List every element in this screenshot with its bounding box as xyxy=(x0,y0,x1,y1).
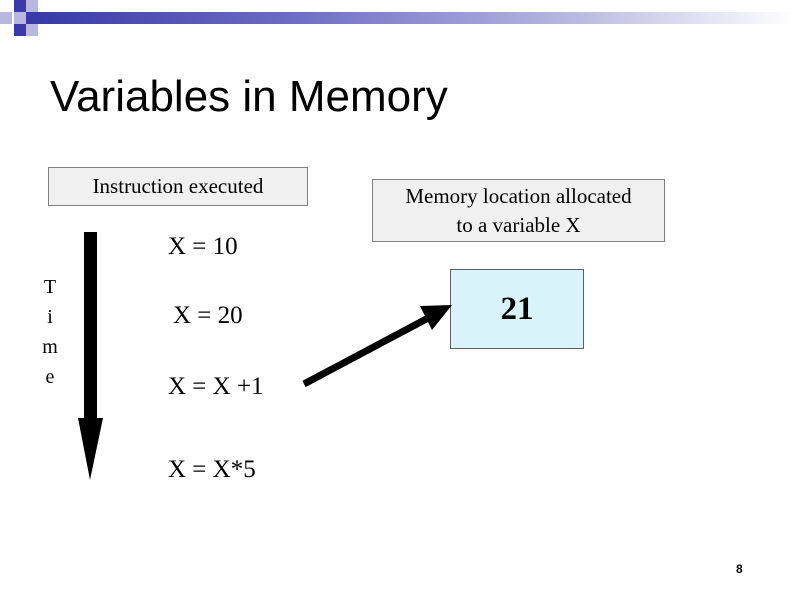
header-square-dark xyxy=(14,0,26,12)
instruction-2: X = 20 xyxy=(173,302,243,329)
time-letter: i xyxy=(47,306,53,328)
header-square-light xyxy=(26,24,38,36)
header-square-light xyxy=(0,12,12,24)
instruction-header-label: Instruction executed xyxy=(92,174,264,198)
time-letter: T xyxy=(43,276,57,298)
header-square-light xyxy=(14,12,26,24)
time-arrow xyxy=(78,232,103,480)
memory-header-box: Memory location allocated to a variable … xyxy=(372,179,665,242)
instruction-4: X = X*5 xyxy=(168,456,256,483)
time-letter: e xyxy=(45,366,55,388)
page-number: 8 xyxy=(736,562,743,576)
header-decoration xyxy=(0,0,794,50)
header-square-dark xyxy=(14,24,26,36)
header-gradient-bar xyxy=(38,12,794,24)
memory-value: 21 xyxy=(500,291,534,327)
instruction-header-box: Instruction executed xyxy=(48,167,308,206)
time-letter: m xyxy=(42,336,58,358)
assignment-arrow xyxy=(302,305,452,388)
memory-header-line2: to a variable X xyxy=(456,213,581,237)
memory-value-box: 21 xyxy=(450,269,584,349)
header-square-light xyxy=(26,0,38,12)
header-square-dark xyxy=(26,12,38,24)
memory-header-line1: Memory location allocated xyxy=(405,184,632,208)
instruction-1: X = 10 xyxy=(168,233,238,260)
slide-title: Variables in Memory xyxy=(50,72,448,121)
instruction-3: X = X +1 xyxy=(168,373,264,400)
